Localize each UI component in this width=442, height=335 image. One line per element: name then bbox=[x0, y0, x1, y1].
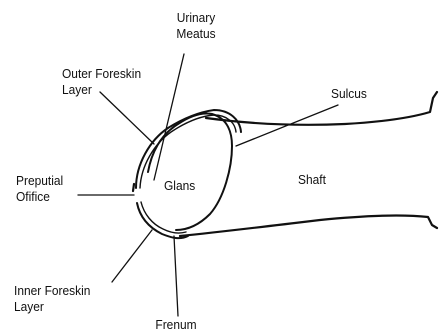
shaft-top-outline bbox=[206, 92, 437, 125]
leader-inner-foreskin bbox=[112, 230, 152, 282]
leader-urinary-meatus bbox=[154, 54, 184, 180]
label-sulcus: Sulcus bbox=[331, 86, 367, 102]
glans-outline bbox=[148, 113, 232, 230]
label-frenum: Frenum bbox=[154, 317, 198, 333]
leader-outer-foreskin bbox=[100, 92, 154, 144]
leader-frenum bbox=[174, 236, 178, 316]
shaft-bottom-outline bbox=[180, 216, 437, 236]
inner-foreskin-layer-inner bbox=[141, 202, 186, 233]
label-shaft: Shaft bbox=[298, 172, 326, 188]
label-preputial-orifice: Preputial Ofifice bbox=[16, 173, 63, 205]
label-urinary-meatus: Urinary Meatus bbox=[172, 10, 220, 42]
preputial-orifice-edge bbox=[133, 184, 134, 191]
label-outer-foreskin-layer: Outer Foreskin Layer bbox=[62, 66, 141, 98]
label-glans: Glans bbox=[164, 178, 195, 194]
label-inner-foreskin-layer: Inner Foreskin Layer bbox=[14, 283, 90, 315]
